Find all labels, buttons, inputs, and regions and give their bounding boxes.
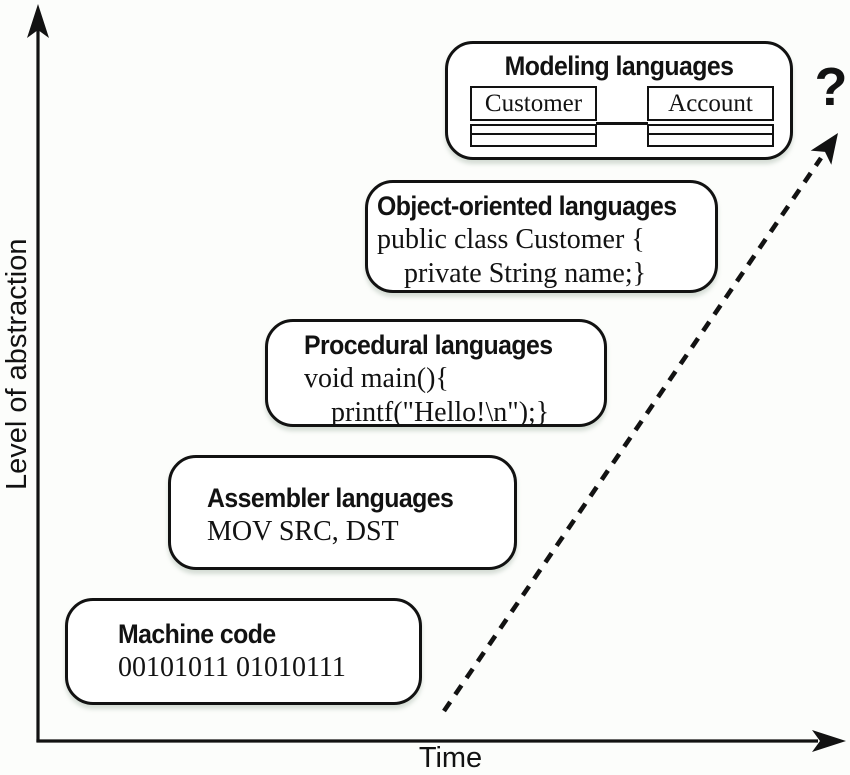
code-line: void main(){ xyxy=(304,363,449,394)
box-title: Modeling languages xyxy=(504,51,734,81)
x-axis-label: Time xyxy=(418,742,483,774)
code-line: public class Customer { xyxy=(377,224,645,255)
code-line: MOV SRC, DST xyxy=(207,516,399,547)
uml-association-line xyxy=(596,122,648,125)
y-axis-arrowhead xyxy=(27,4,49,38)
uml-operation-row xyxy=(472,135,595,145)
uml-attribute-row xyxy=(472,126,595,135)
box-procedural-languages: Procedural languages void main(){ printf… xyxy=(265,319,607,428)
uml-class-name: Customer xyxy=(470,86,597,121)
box-title: Object-oriented languages xyxy=(377,191,677,221)
question-mark: ? xyxy=(814,57,848,117)
box-machine-code: Machine code 00101011 01010111 xyxy=(65,598,422,705)
code-line: 00101011 01010111 xyxy=(118,652,346,683)
uml-class-account: Account xyxy=(647,86,774,147)
box-title: Procedural languages xyxy=(304,330,553,360)
uml-attribute-row xyxy=(649,126,772,135)
x-axis-arrowhead xyxy=(812,730,846,752)
uml-class-customer: Customer xyxy=(470,86,597,147)
y-axis-label: Level of abstraction xyxy=(1,238,33,490)
box-object-oriented-languages: Object-oriented languages public class C… xyxy=(365,180,718,293)
uml-class-name: Account xyxy=(647,86,774,121)
code-line: private String name;} xyxy=(404,258,647,289)
uml-operation-row xyxy=(649,135,772,145)
uml-compartments xyxy=(647,124,774,147)
uml-compartments xyxy=(470,124,597,147)
box-title: Machine code xyxy=(118,619,276,649)
code-line: printf("Hello!\n");} xyxy=(331,397,550,428)
box-title: Assembler languages xyxy=(207,483,454,513)
box-modeling-languages: Modeling languages Customer Account xyxy=(445,41,793,160)
evolution-arrowhead xyxy=(810,133,838,165)
box-assembler-languages: Assembler languages MOV SRC, DST xyxy=(168,455,517,570)
